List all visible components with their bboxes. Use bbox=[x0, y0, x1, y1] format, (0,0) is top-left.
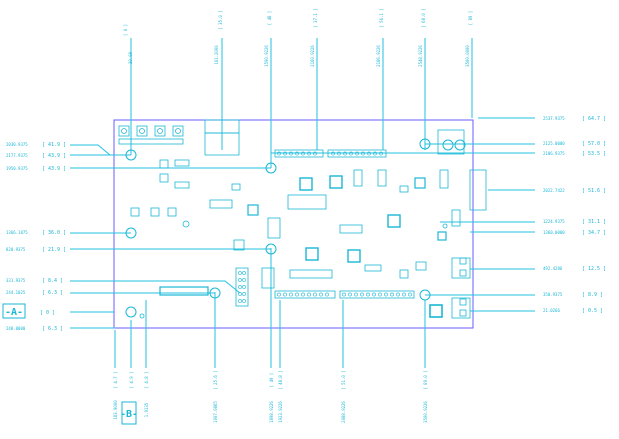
top-dimension-label: [ 56.1 ] bbox=[379, 8, 384, 27]
right-dimension-bracket: [ 34.7 ] bbox=[582, 230, 606, 236]
left-dimension-value: 1950.9375 bbox=[6, 166, 28, 171]
left-dimension-value: 2177.9375 bbox=[6, 153, 28, 158]
left-dimension-value: 248.0000 bbox=[6, 326, 26, 331]
top-dimension-label: [ 48 ] bbox=[267, 11, 272, 25]
left-extension-lines bbox=[70, 144, 271, 329]
top-dimension-label: 2548.9226 bbox=[418, 45, 423, 67]
mounting-hole bbox=[125, 306, 137, 318]
right-dimension-bracket: [ 8.9 ] bbox=[582, 292, 603, 298]
top-dimension-label: 2160.9226 bbox=[310, 45, 315, 67]
dimension-labels: 30.00 [ 0 ] [ 35.0 ] 101.2000 [ 48 ] 1590.922… bbox=[6, 8, 606, 422]
top-dimension-label: 3500.0000 bbox=[465, 45, 470, 67]
bottom-dimension-label: 183.9000 bbox=[113, 400, 118, 420]
board-outline bbox=[113, 119, 474, 329]
mounting-hole bbox=[209, 287, 221, 299]
header-pins bbox=[238, 151, 412, 303]
datum-b-label: -B- bbox=[120, 409, 138, 420]
right-dimension-value: 492.4286 bbox=[543, 266, 563, 271]
bottom-dimension-label: [ 49 ] bbox=[269, 373, 274, 387]
right-dimension-value: 1224.9375 bbox=[543, 219, 565, 224]
left-dimension-bracket: [ 43.9 ] bbox=[42, 153, 66, 159]
left-dimension-bracket: [ 8.4 ] bbox=[42, 278, 63, 284]
datum-a-label: -A- bbox=[5, 307, 23, 318]
right-dimension-value: 2125.0000 bbox=[543, 141, 565, 146]
right-dimension-value: 21.0266 bbox=[543, 308, 560, 313]
top-dimension-label: 101.2000 bbox=[214, 45, 219, 65]
mounting-hole bbox=[454, 139, 466, 151]
mounting-hole bbox=[419, 289, 431, 301]
mounting-hole bbox=[265, 162, 277, 174]
right-dimension-value: 2106.9375 bbox=[543, 151, 565, 156]
bottom-dimension-label: [ 51.0 ] bbox=[341, 370, 346, 389]
datum-b: -B- bbox=[120, 401, 138, 425]
datum-a-bracket: [ 0 ] bbox=[40, 310, 55, 316]
right-dimension-bracket: [ 64.7 ] bbox=[582, 116, 606, 122]
bottom-dimension-label: 3500.9226 bbox=[423, 401, 428, 423]
top-dimension-label: [ 35.0 ] bbox=[218, 10, 223, 29]
right-dimension-bracket: [ 53.5 ] bbox=[582, 151, 606, 157]
top-dimension-label: 2186.9226 bbox=[376, 45, 381, 67]
bottom-dimension-label: [ 4.7 ] bbox=[113, 372, 118, 389]
mounting-hole bbox=[125, 149, 137, 161]
right-dimension-value: 350.9375 bbox=[543, 292, 563, 297]
bottom-dimension-label: 2088.9226 bbox=[341, 401, 346, 423]
mounting-holes bbox=[125, 138, 466, 318]
top-extension-lines bbox=[130, 38, 473, 168]
right-dimension-bracket: [ 51.6 ] bbox=[582, 188, 606, 194]
left-dimension-bracket: [ 41.9 ] bbox=[42, 142, 66, 148]
bottom-dimension-label: [ 25.6 ] bbox=[213, 370, 218, 389]
left-dimension-bracket: [ 36.0 ] bbox=[42, 230, 66, 236]
bottom-dimension-label: 1898.9226 bbox=[269, 401, 274, 423]
left-dimension-bracket: [ 21.9 ] bbox=[42, 247, 66, 253]
mounting-hole bbox=[265, 243, 277, 255]
datum-a: -A- bbox=[2, 303, 26, 319]
top-dimension-label: 30.00 bbox=[128, 51, 133, 64]
pcb-components bbox=[118, 119, 487, 319]
bottom-dimension-label: [ 4.8 ] bbox=[144, 372, 149, 389]
top-dimension-label: [ 0 ] bbox=[123, 24, 128, 36]
bottom-dimension-label: [ 4.9 ] bbox=[129, 372, 134, 389]
bottom-extension-lines bbox=[114, 248, 426, 368]
top-dimension-label: [ 89 ] bbox=[468, 11, 473, 25]
right-dimension-bracket: [ 12.5 ] bbox=[582, 266, 606, 272]
left-dimension-value: 331.9375 bbox=[6, 278, 26, 283]
bottom-dimension-label: 1923.9226 bbox=[278, 401, 283, 423]
right-dimension-bracket: [ 31.1 ] bbox=[582, 219, 606, 225]
right-extension-lines bbox=[271, 117, 535, 312]
top-dimension-label: 1590.9226 bbox=[264, 45, 269, 67]
mounting-hole bbox=[125, 227, 137, 239]
bottom-dimension-label: [ 89.0 ] bbox=[423, 370, 428, 389]
right-dimension-value: 1360.0000 bbox=[543, 230, 565, 235]
mounting-hole bbox=[442, 139, 454, 151]
left-dimension-bracket: [ 6.3 ] bbox=[42, 326, 63, 332]
left-dimension-value: 244.1025 bbox=[6, 290, 26, 295]
left-dimension-bracket: [ 43.9 ] bbox=[42, 166, 66, 172]
right-dimension-value: 2537.9375 bbox=[543, 116, 565, 121]
left-dimension-value: 2030.9375 bbox=[6, 142, 28, 147]
left-dimension-value: 820.9375 bbox=[6, 247, 26, 252]
mounting-hole bbox=[419, 138, 431, 150]
left-dimension-bracket: [ 6.3 ] bbox=[42, 290, 63, 296]
bottom-dimension-label: 1.9135 bbox=[144, 402, 149, 417]
top-dimension-label: [ 68.0 ] bbox=[421, 8, 426, 27]
right-dimension-value: 2022.7422 bbox=[543, 188, 565, 193]
top-dimension-label: [ 37.1 ] bbox=[313, 8, 318, 27]
bottom-dimension-label: 1007.0865 bbox=[213, 401, 218, 423]
bottom-dimension-label: [ 48.8 ] bbox=[278, 370, 283, 389]
right-dimension-bracket: [ 0.5 ] bbox=[582, 308, 603, 314]
right-dimension-bracket: [ 57.0 ] bbox=[582, 141, 606, 147]
left-dimension-value: 1366.1875 bbox=[6, 230, 28, 235]
